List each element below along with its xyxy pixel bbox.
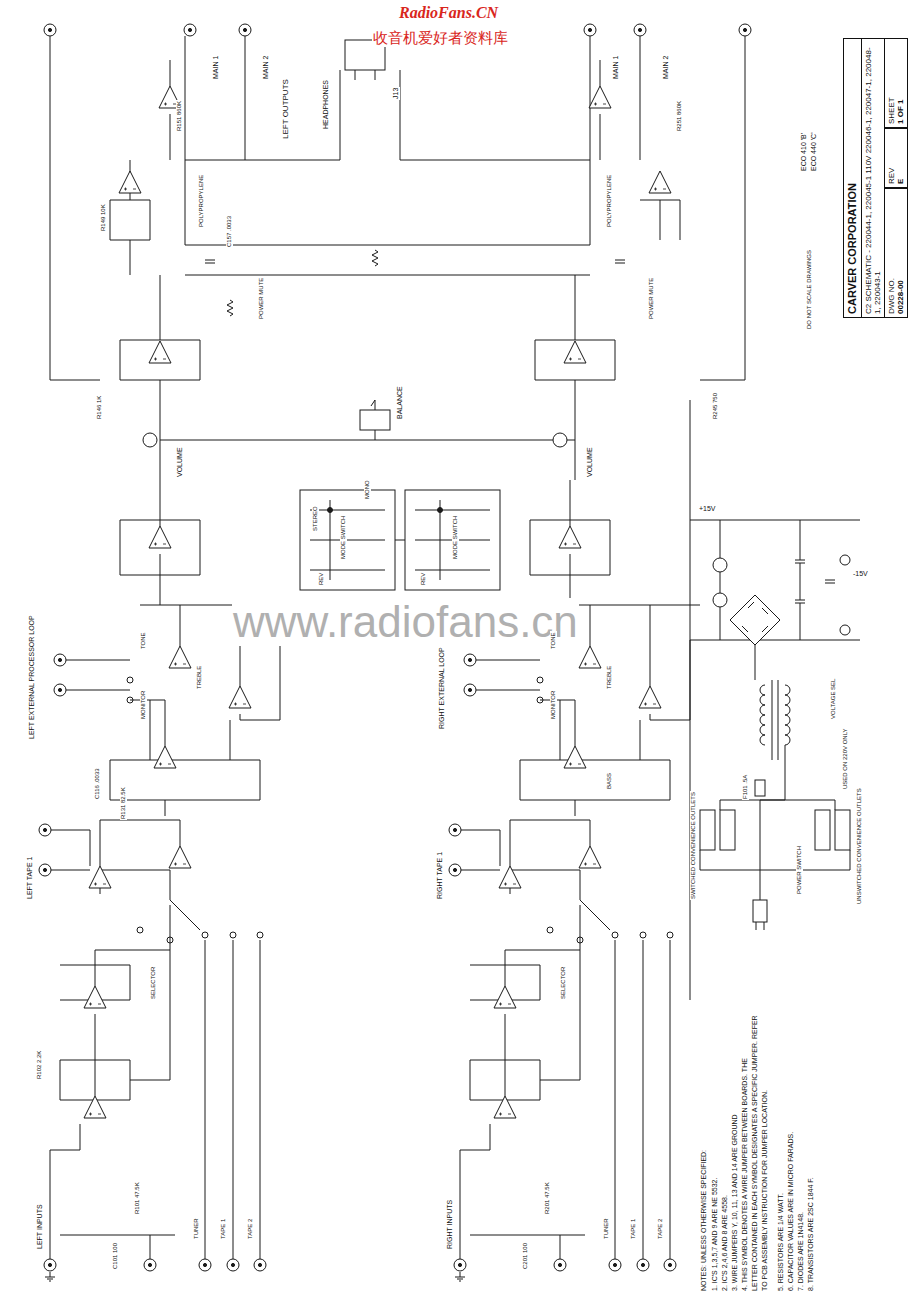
title-text: DWG NO. <box>887 192 896 314</box>
schematic-label: C201 100 <box>522 1242 529 1270</box>
schematic-label: TREBLE <box>606 665 613 690</box>
title-text: C2 SCHEMATIC - 220044-1, 220045-1 110V 2… <box>863 42 881 314</box>
title-cell: DWG NO.00228-00 <box>884 188 908 318</box>
schematic-label: -15V <box>852 570 869 578</box>
schematic-label: TONE <box>550 631 557 650</box>
schematic-label: POWER MUTE <box>648 277 655 320</box>
schematic-label: RIGHT INPUTS <box>446 1199 454 1250</box>
schematic-label: SELECTOR <box>150 966 157 1000</box>
note-text: 2. IC'S 2,4,6 AND 8 ARE 4558. <box>721 1194 729 1292</box>
title-text: E <box>896 132 905 184</box>
schematic-label: LEFT INPUTS <box>36 1203 44 1250</box>
schematic-label: ECO 440 'C' <box>810 132 818 172</box>
schematic-label: R151 860K <box>176 100 183 132</box>
note-text: 3. WIRE JUMPERS Y, 10, 11, 13 AND 14 ARE… <box>731 1113 739 1292</box>
schematic-label: MAIN 2 <box>662 55 670 80</box>
title-cell: C2 SCHEMATIC - 220044-1, 220045-1 110V 2… <box>860 38 884 318</box>
title-cell: SHEET1 OF 1 <box>884 38 908 128</box>
schematic-label: POLYPROPYLENE <box>198 174 205 228</box>
watermark: RadioFans.CN <box>398 4 499 22</box>
schematic-label: TAPE 2 <box>657 1218 664 1240</box>
title-block: CARVER CORPORATION C2 SCHEMATIC - 220044-… <box>843 38 908 318</box>
schematic-label: TAPE 2 <box>247 1218 254 1240</box>
schematic-label: R245 750 <box>712 392 719 420</box>
schematic-label: R131 82.5K <box>120 786 127 820</box>
note-text: 6. CAPACITOR VALUES ARE IN MICRO FARADS. <box>787 1131 795 1292</box>
note-text: 5. RESISTORS ARE 1/4 WATT. <box>777 1192 785 1292</box>
note-text: 8. TRANSISTORS ARE 2SC 1844 F. <box>807 1176 815 1292</box>
schematic-label: MONITOR <box>140 690 147 720</box>
note-text: TO PCB ASSEMBLY INSTRUCTION FOR JUMPER L… <box>761 1089 769 1292</box>
schematic-label: R101 47.5K <box>134 1181 141 1215</box>
schematic-label: STEREO <box>312 505 319 532</box>
schematic-label: HEADPHONES <box>322 79 330 130</box>
schematic-label: POLYPROPYLENE <box>606 174 613 228</box>
note-text: LETTER CONTAINED IN EACH SYMBOL DESIGNAT… <box>751 1014 759 1292</box>
schematic-label: POWER SWITCH <box>796 845 803 895</box>
schematic-label: C157 .0033 <box>226 215 233 248</box>
schematic-label: R251 860K <box>676 100 683 132</box>
watermark: www.radiofans.cn <box>232 598 579 646</box>
title-text: CARVER CORPORATION <box>846 42 859 314</box>
schematic-label: LEFT OUTPUTS <box>282 78 291 140</box>
schematic-label: F101 .5A <box>742 774 749 800</box>
watermark: 收音机爱好者资料库 <box>372 30 509 47</box>
schematic-label: TUNER <box>603 1217 610 1240</box>
title-text: 00228-00 <box>896 192 905 314</box>
schematic-label: LEFT EXTERNAL PROCESSOR LOOP <box>28 614 36 740</box>
title-text: REV <box>887 132 896 184</box>
title-text: SHEET <box>887 42 896 124</box>
schematic-label: REV <box>318 572 325 586</box>
schematic-label: TAPE 1 <box>630 1218 637 1240</box>
schematic-label: TAPE 1 <box>220 1218 227 1240</box>
note-text: 1. IC'S 1,3,5,7 AND 9 ARE NE 5532. <box>711 1177 719 1292</box>
schematic-label: MAIN 2 <box>262 55 270 80</box>
schematic-label: VOLTAGE SEL <box>830 678 837 720</box>
schematic-label: TREBLE <box>196 665 203 690</box>
schematic-label: BALANCE <box>396 385 404 420</box>
schematic-label: SWITCHED CONVENIENCE OUTLETS <box>690 791 697 900</box>
schematic-label: MONO <box>364 479 371 500</box>
schematic-label: UNSWITCHED CONVENIENCE OUTLETS <box>856 787 863 905</box>
title-cell: REVE <box>884 128 908 188</box>
schematic-label: +15V <box>698 505 717 513</box>
note-text: 7. DIODES ARE 1N4148. <box>797 1211 805 1292</box>
schematic-label: POWER MUTE <box>258 277 265 320</box>
schematic-label: LEFT TAPE 1 <box>26 856 34 900</box>
schematic-label: ECO 410 'B' <box>800 132 808 172</box>
schematic-label: DO NOT SCALE DRAWINGS <box>806 249 813 330</box>
schematic-label: C101 100 <box>112 1242 119 1270</box>
schematic-label: MAIN 1 <box>612 55 620 80</box>
schematic-label: MONITOR <box>550 690 557 720</box>
schematic-label: TUNER <box>193 1217 200 1240</box>
schematic-label: R149 10K <box>100 203 107 232</box>
schematic-label: REV <box>420 572 427 586</box>
schematic-label: R146 1K <box>96 395 103 420</box>
schematic-label: BASS <box>606 772 613 790</box>
schematic-label: MAIN 1 <box>212 55 220 80</box>
schematic-label: USED ON 220V ONLY <box>842 727 849 790</box>
schematic-label: C116 .0033 <box>94 767 101 800</box>
schematic-label: RIGHT TAPE 1 <box>436 851 444 900</box>
schematic-label: TONE <box>140 631 147 650</box>
schematic-label: VOLUME <box>176 446 184 478</box>
schematic-label: SELECTOR <box>560 966 567 1000</box>
schematic-label: R102 2.2K <box>36 1050 43 1080</box>
schematic-label: J13 <box>392 87 400 100</box>
note-text: NOTES: UNLESS OTHERWISE SPECIFIED: <box>700 1149 708 1292</box>
schematic-label: VOLUME <box>586 446 594 478</box>
note-text: 4. THIS SYMBOL DENOTES A WIRE JUMPER BET… <box>741 1057 749 1292</box>
schematic-label: R201 47.5K <box>544 1181 551 1215</box>
schematic-label: RIGHT EXTERNAL LOOP <box>438 646 446 730</box>
schematic-label: MODE SWITCH <box>340 515 347 560</box>
title-cell: CARVER CORPORATION <box>843 38 862 318</box>
title-text: 1 OF 1 <box>896 42 905 124</box>
schematic-label: MODE SWITCH <box>452 515 459 560</box>
